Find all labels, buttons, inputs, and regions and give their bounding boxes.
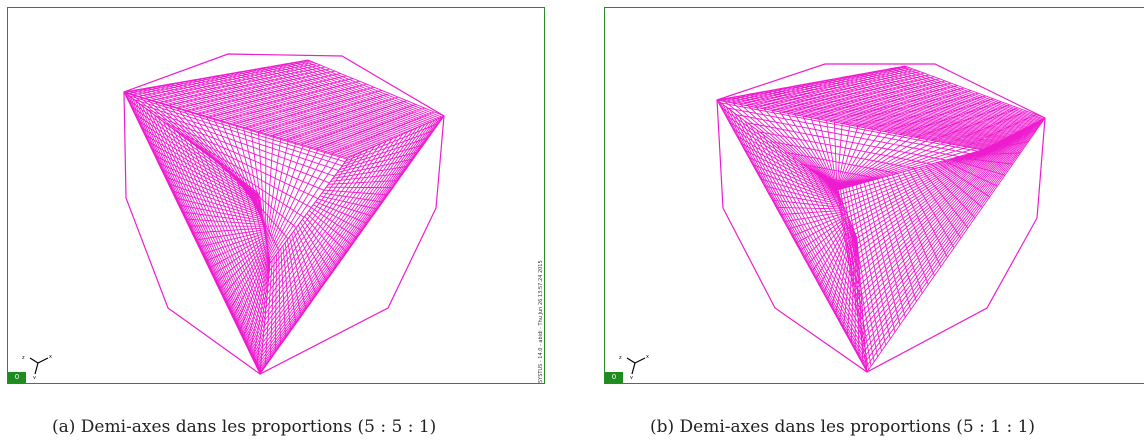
mesh-face-left-a xyxy=(123,91,271,375)
mesh-outline-b xyxy=(716,63,1046,373)
axis-triad-icon-a: z x y xyxy=(22,354,52,379)
figure-panel-a: z x y 0 SYSTUS - 14.0 - abidi - Thu Jun … xyxy=(7,7,545,384)
axis-label-y-b: y xyxy=(630,375,633,379)
mesh-plot-b xyxy=(716,63,1046,373)
software-stamp-a: SYSTUS - 14.0 - abidi - Thu Jun 26 13:57… xyxy=(538,260,544,383)
axis-label-y-a: y xyxy=(33,375,36,379)
axis-label-x-a: x xyxy=(49,354,52,360)
view-badge-b: 0 xyxy=(605,372,623,383)
mesh-face-inner-a xyxy=(123,91,349,264)
axis-label-x-b: x xyxy=(646,354,649,360)
axis-label-z-b: z xyxy=(619,355,622,361)
axis-label-z-a: z xyxy=(22,355,25,361)
mesh-face-right-b xyxy=(836,117,1046,373)
mesh-face-inner-b xyxy=(716,99,984,191)
caption-a: (a) Demi-axes dans les proportions (5 : … xyxy=(52,417,437,437)
caption-b: (b) Demi-axes dans les proportions (5 : … xyxy=(650,417,1036,437)
axis-triad-icon-b: z x y xyxy=(619,354,649,379)
figure-panel-b: z x y 0 xyxy=(604,7,1144,384)
mesh-face-right-a xyxy=(259,115,445,375)
mesh-plot-a xyxy=(123,53,445,375)
mesh-outline-a xyxy=(123,53,445,375)
view-badge-a: 0 xyxy=(8,372,26,383)
